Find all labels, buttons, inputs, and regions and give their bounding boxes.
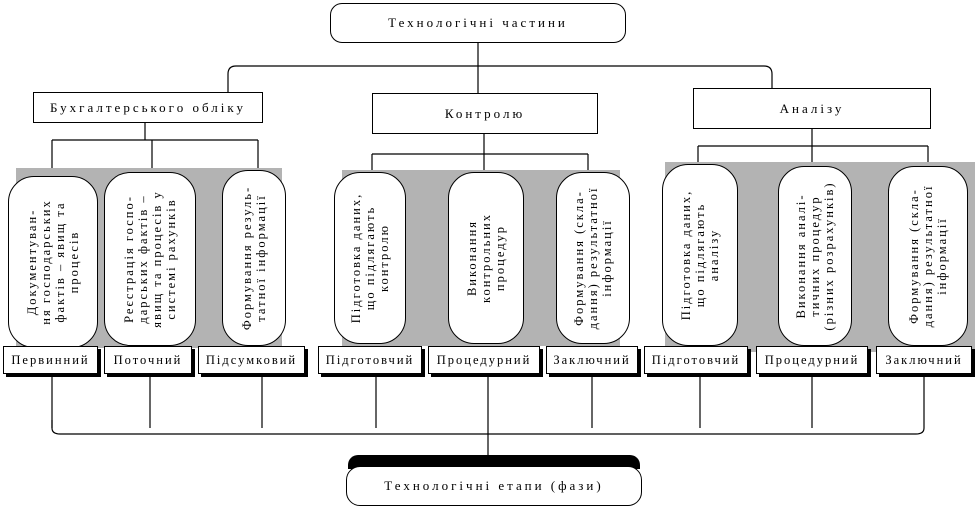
phase-preparatory-control-label: Підготовчий (325, 352, 415, 367)
technological-stages-title: Технологічні етапи (фази) (346, 466, 642, 506)
procedure-analysis-result-forming: Формування (скла- дання) результатної ін… (888, 166, 968, 346)
accounting-part-box: Бухгалтерського обліку (33, 92, 263, 123)
phase-preparatory-analysis: Підготовчий (644, 346, 748, 374)
procedure-control-execution: Виконання контрольних процедур (448, 172, 524, 344)
phase-preparatory-control: Підготовчий (318, 346, 422, 374)
procedure-analysis-execution-label: Виконання аналі- тичних процедур (різних… (794, 181, 836, 331)
procedure-analysis-execution: Виконання аналі- тичних процедур (різних… (778, 166, 852, 346)
procedure-analysis-result-forming-label: Формування (скла- дання) результатної ін… (907, 184, 949, 328)
phase-concluding-control: Заключний (546, 346, 638, 374)
phase-procedural-control-label: Процедурний (436, 352, 532, 367)
phase-concluding-analysis-label: Заключний (885, 352, 963, 367)
phase-primary: Первинний (3, 346, 98, 374)
procedure-documenting-label: Документуван- ня господарських фактів – … (25, 199, 81, 325)
technological-stages-label: Технологічні етапи (фази) (384, 478, 604, 493)
phase-current: Поточний (104, 346, 192, 374)
procedure-control-execution-label: Виконання контрольних процедур (465, 213, 507, 303)
technological-parts-label: Технологічні частини (388, 15, 568, 30)
procedure-documenting: Документуван- ня господарських фактів – … (8, 176, 98, 348)
phase-concluding-control-label: Заключний (553, 352, 631, 367)
phase-current-label: Поточний (113, 352, 183, 367)
phase-final-accounting-label: Підсумковий (205, 352, 298, 367)
phase-procedural-control: Процедурний (428, 346, 540, 374)
phase-procedural-analysis-label: Процедурний (764, 352, 860, 367)
accounting-part-label: Бухгалтерського обліку (50, 99, 246, 115)
procedure-control-preparation-label: Підготовка даних, що підлягають контролю (349, 192, 391, 324)
bottom-title-shadow (348, 455, 640, 469)
analysis-part-label: Аналізу (779, 100, 845, 116)
procedure-control-result-forming: Формування (скла- дання) результатної ін… (556, 172, 630, 344)
control-part-box: Контролю (372, 93, 598, 134)
phase-preparatory-analysis-label: Підготовчий (651, 352, 741, 367)
procedure-registration: Реєстрація госпо- дарських фактів – явищ… (104, 172, 196, 346)
procedure-control-result-forming-label: Формування (скла- дання) результатної ін… (572, 186, 614, 330)
analysis-part-box: Аналізу (693, 88, 931, 129)
procedure-analysis-preparation: Підготовка даних, що підлягають аналізу (662, 164, 738, 346)
procedure-control-preparation: Підготовка даних, що підлягають контролю (334, 172, 406, 344)
phase-concluding-analysis: Заключний (876, 346, 972, 374)
phase-final-accounting: Підсумковий (198, 346, 305, 374)
phase-procedural-analysis: Процедурний (756, 346, 868, 374)
procedure-registration-label: Реєстрація госпо- дарських фактів – явищ… (122, 190, 178, 328)
phase-primary-label: Первинний (11, 352, 90, 367)
procedure-result-forming-accounting: Формування резуль- татної інформації (222, 170, 286, 346)
technological-parts-title: Технологічні частини (330, 3, 626, 43)
control-part-label: Контролю (444, 105, 526, 121)
procedure-analysis-preparation-label: Підготовка даних, що підлягають аналізу (679, 189, 721, 321)
procedure-result-forming-accounting-label: Формування резуль- татної інформації (240, 185, 268, 331)
